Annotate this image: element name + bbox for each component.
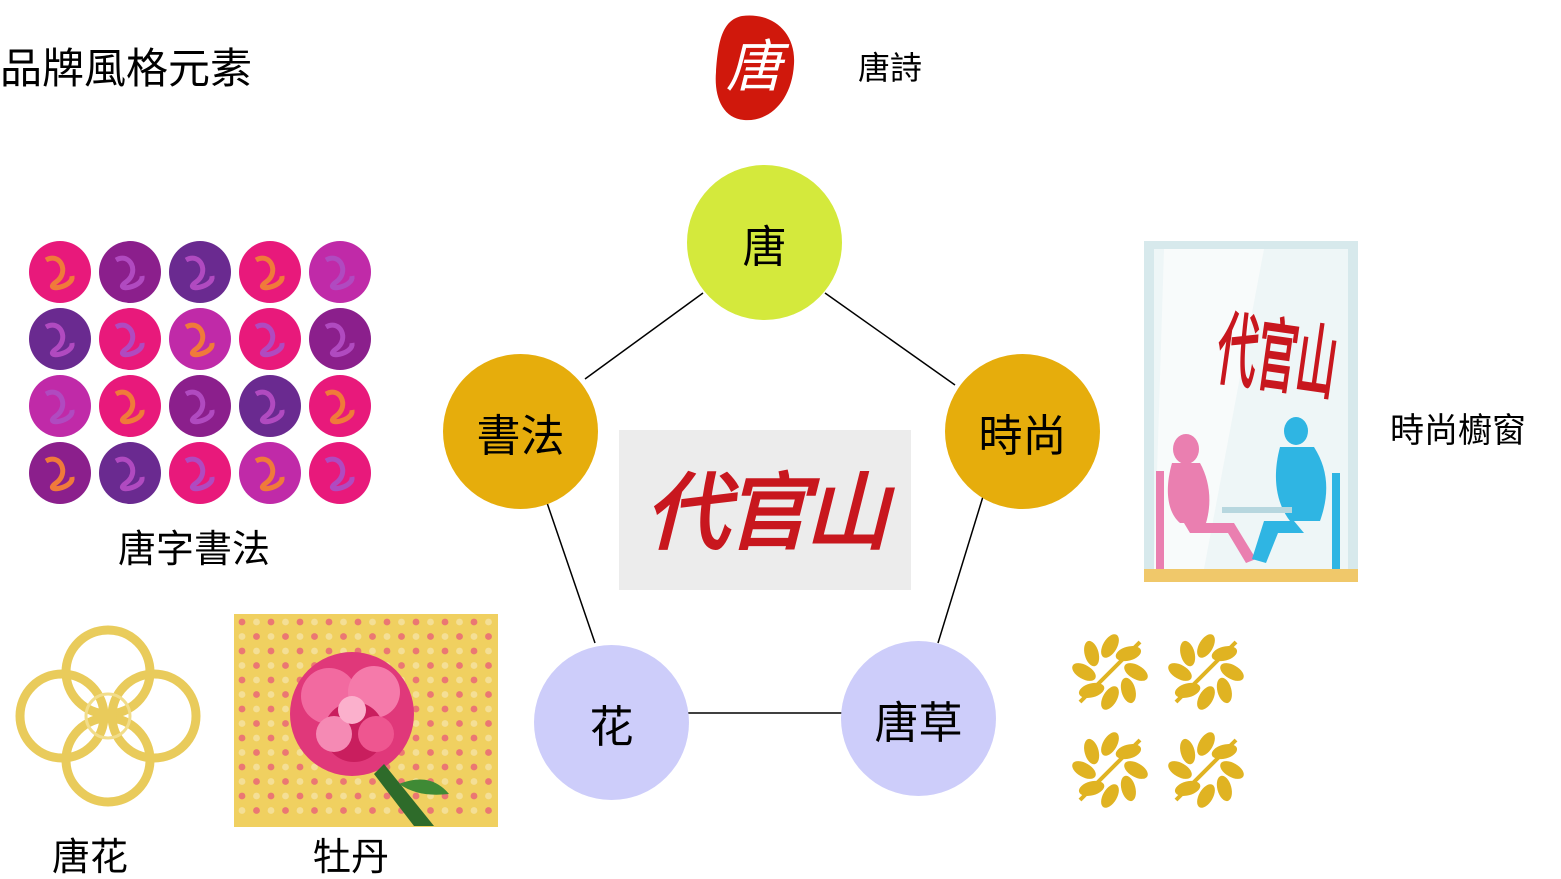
fashion-window-image: 代官山 [1144,241,1358,582]
window-logo-text: 代官山 [1211,302,1343,412]
label-tangshi: 唐詩 [858,49,923,87]
daikanyama-logo-text: 代官山 [645,463,895,562]
label-tanghua: 唐花 [52,835,129,879]
peony-photo-image [234,614,498,827]
label-mudan: 牡丹 [313,835,390,879]
daikanyama-logo: 代官山 [619,430,911,590]
node-hua: 花 [534,645,689,800]
node-shishang-label: 時尚 [978,410,1067,462]
tang-seal-char: 唐 [726,35,790,100]
node-shishang: 時尚 [945,354,1100,509]
node-tang-label: 唐 [742,221,787,273]
label-tangzi-shufa: 唐字書法 [118,527,271,571]
daikanyama-logo-art: 代官山 [645,463,899,562]
tangcao-pattern-image [1072,634,1244,808]
page-title: 品牌風格元素 [0,44,253,93]
label-shishang-window: 時尚櫥窗 [1390,411,1526,451]
line-shufa-hua [543,493,596,644]
node-shufa: 書法 [443,354,598,509]
line-tang-shufa [584,292,704,380]
node-tangcao: 唐草 [841,641,996,796]
node-shufa-label: 書法 [476,410,565,462]
tang-seal-icon: 唐 [715,15,795,121]
node-tangcao-label: 唐草 [874,697,963,749]
node-tang: 唐 [687,165,842,320]
calligraphy-grid-image [29,241,371,504]
line-tang-shishang [824,292,956,386]
line-shishang-tangcao [937,489,986,644]
tanghua-ornament-image [15,625,201,807]
node-hua-label: 花 [589,701,634,753]
